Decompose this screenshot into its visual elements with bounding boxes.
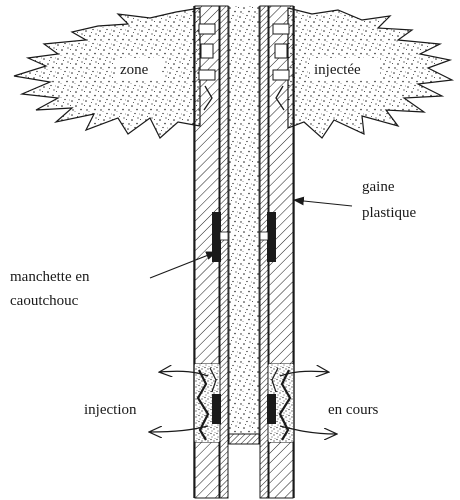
sleeve-hole-left [220, 232, 228, 240]
label-sleeve-line2: caoutchouc [10, 293, 79, 309]
injected-zone-left-lobe [14, 8, 200, 138]
label-sleeve-line1: manchette en [10, 269, 90, 285]
pipe-wall-right [260, 6, 268, 498]
label-in-progress: en cours [328, 402, 379, 418]
label-zone: zone [120, 62, 149, 78]
label-sheath-line2: plastique [362, 205, 416, 221]
label-sheath-line1: gaine [362, 179, 395, 195]
sheath-right-lower [269, 442, 293, 498]
sheath-left-upper [195, 6, 219, 364]
label-injection: injection [84, 402, 137, 418]
sheath-right-upper [269, 6, 293, 364]
sleeve-pipe [220, 6, 268, 498]
pipe-wall-left [220, 6, 228, 498]
sheath-left-lower [195, 442, 219, 498]
sleeve-hole-right [260, 232, 268, 240]
grout-column [229, 6, 259, 434]
label-injected: injectée [314, 62, 361, 78]
leader-sheath [294, 200, 352, 206]
packer [229, 434, 259, 444]
